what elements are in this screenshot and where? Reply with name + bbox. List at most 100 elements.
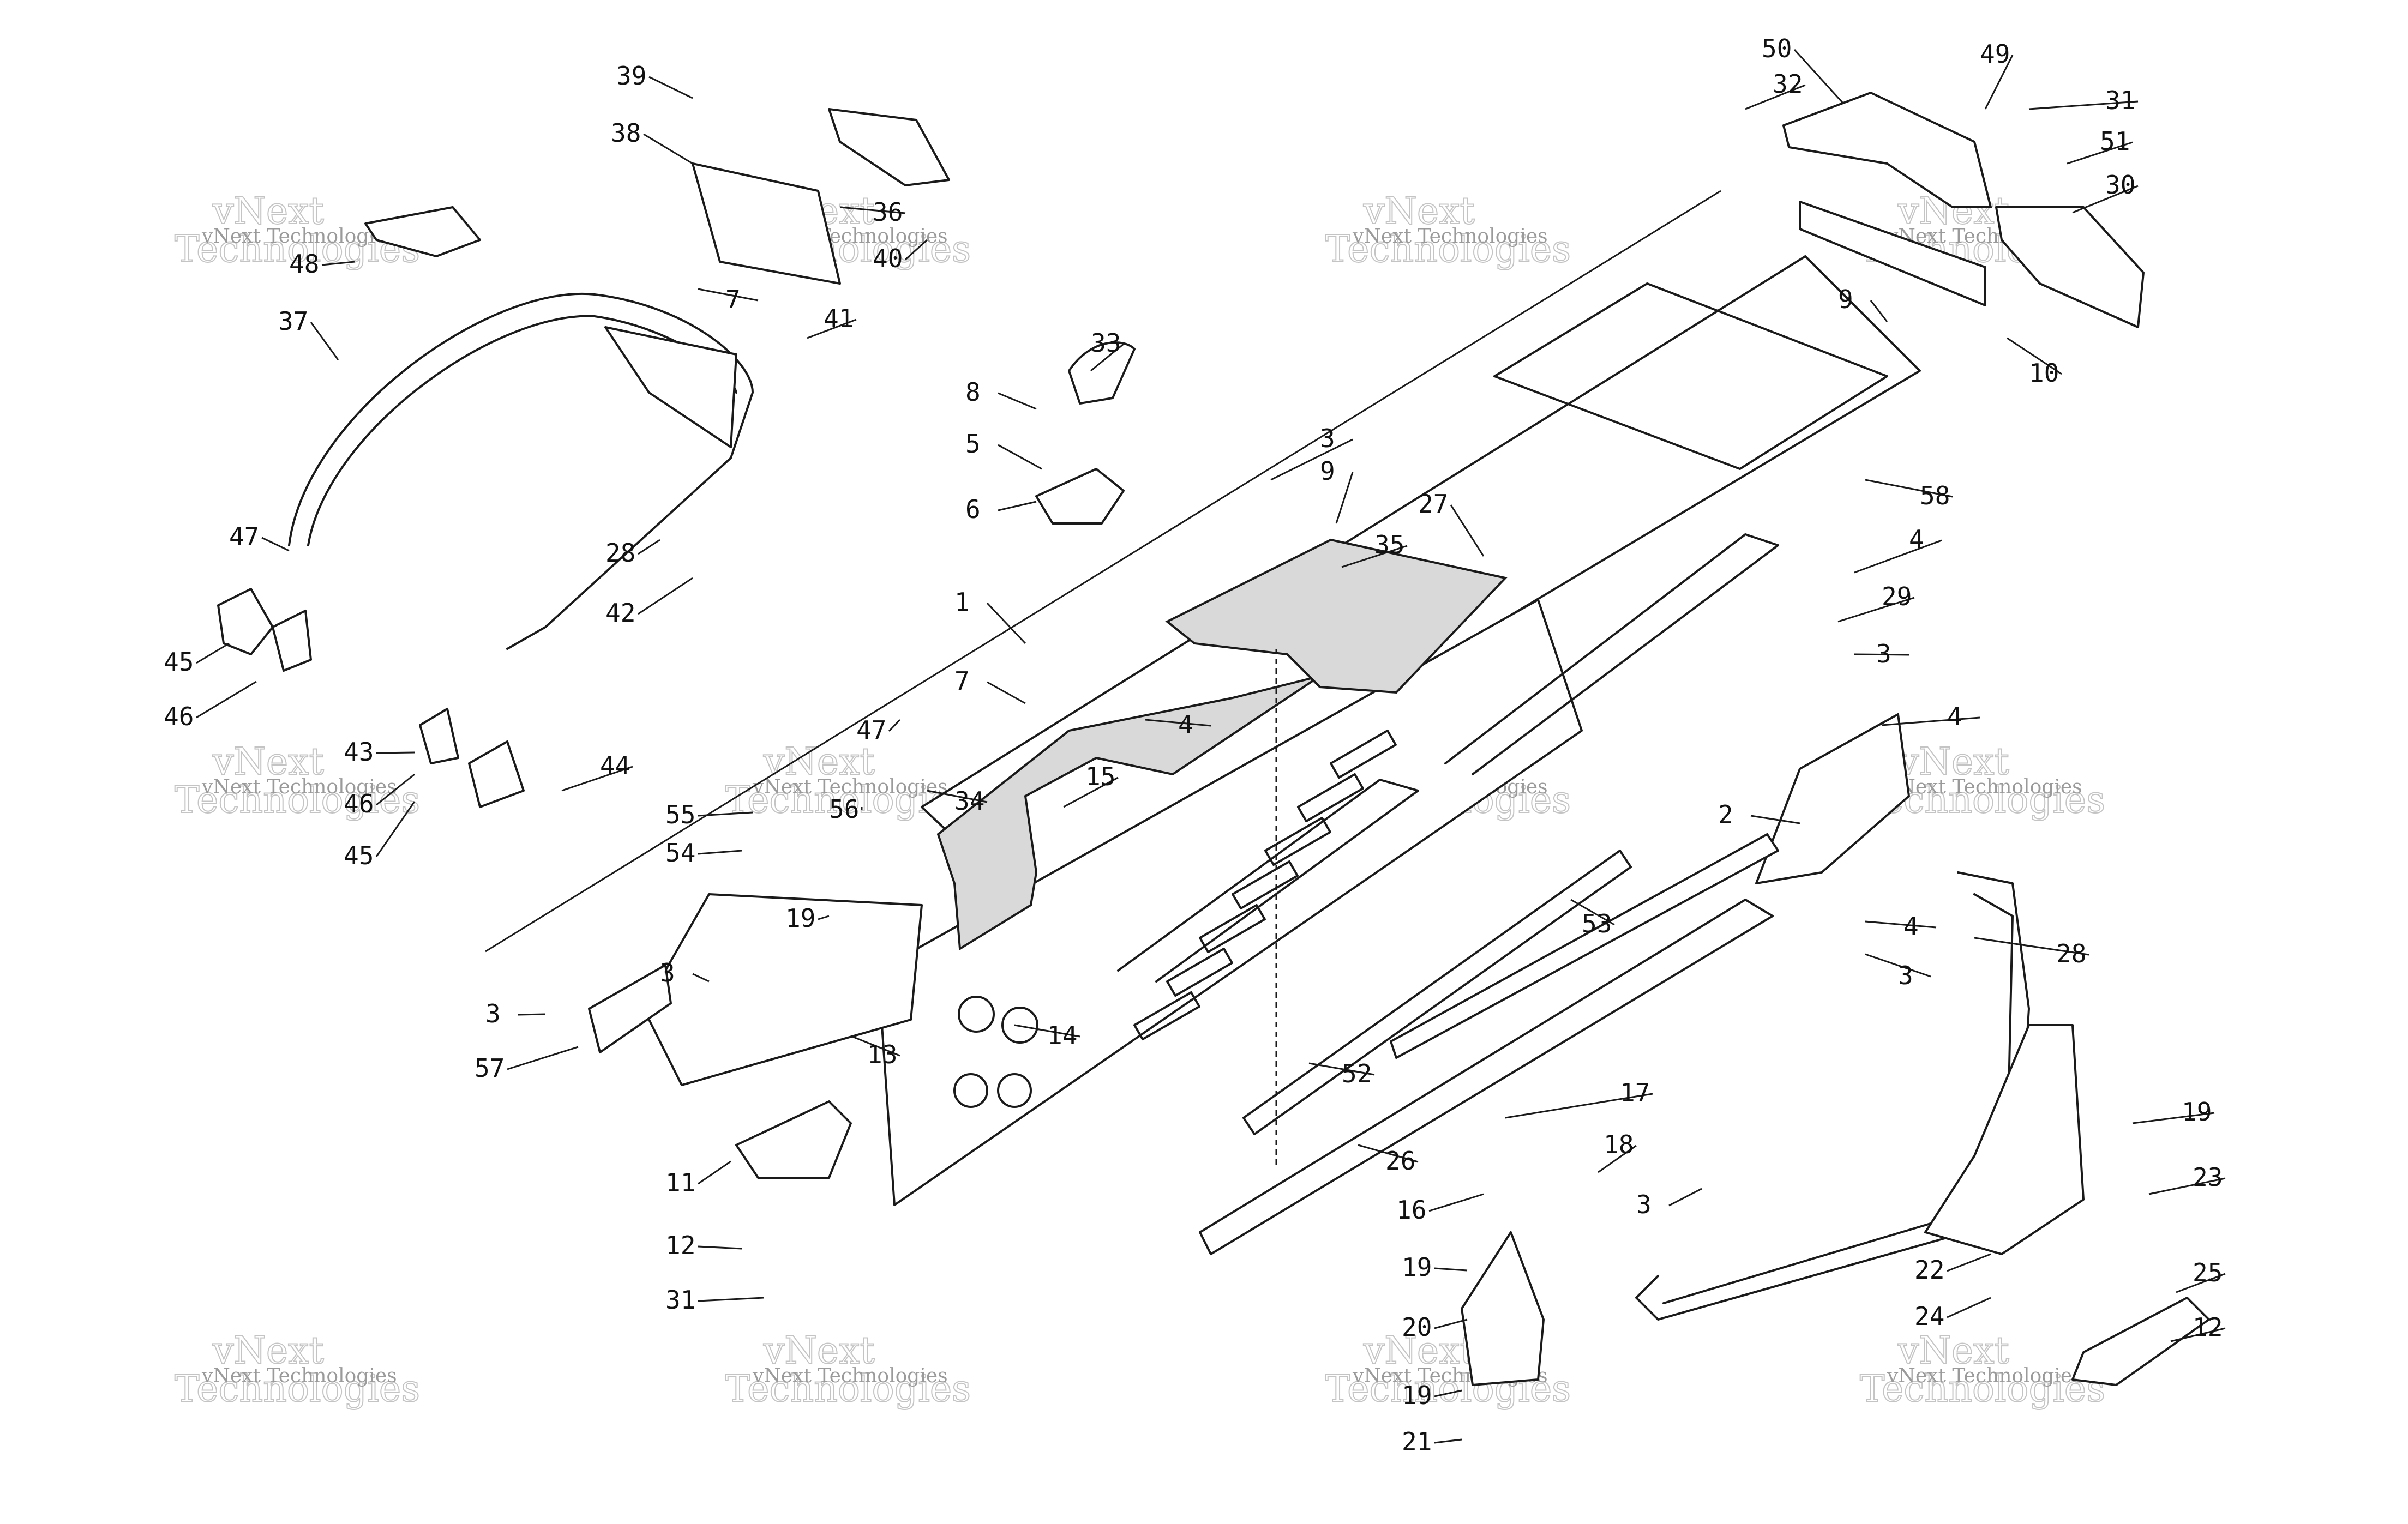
callout-label: 5 [965,429,981,459]
callout-leader [904,239,928,261]
callout-label: 15 [1085,762,1115,791]
callout-label: 4 [1903,912,1919,941]
callout-label: 3 [1320,424,1335,453]
rear-bracket-2 [1755,713,1910,884]
watermark-line1: vNext [212,1329,324,1372]
callout-label: 34 [954,786,984,816]
callout-leader [998,501,1037,511]
callout-label: 42 [605,598,635,628]
rib-decal [1117,779,1419,983]
watermark-text: vNext Technologies [201,225,397,248]
callout-leader [2072,185,2139,214]
callout-leader [1450,504,1485,557]
callout-leader [1974,937,2089,956]
callout-label: 40 [873,244,903,273]
rear-flap-49 [1782,92,1992,208]
callout-leader [638,539,660,555]
callout-label: 19 [2182,1097,2212,1127]
callout-leader [321,261,355,266]
callout-label: 23 [2193,1162,2223,1192]
watermark-line2: Technologies [175,779,420,822]
callout-label: 31 [665,1285,695,1315]
bracket-6 [1035,468,1125,525]
watermark-text: vNext Technologies [1887,776,2082,798]
callout-leader [2176,1273,2226,1293]
callout-leader [1854,539,1942,574]
watermark-text: vNext Technologies [201,1365,397,1387]
callout-leader [692,973,710,983]
callout-label: 19 [785,903,815,933]
watermark-text: vNext Technologies [1887,1365,2082,1387]
foam-pad-34 [936,675,1321,951]
side-hole [997,1073,1032,1108]
callout-leader [196,642,230,664]
watermark-line1: vNext [1363,190,1475,233]
callout-label: 7 [954,666,970,696]
callout-leader [1837,597,1915,623]
callout-label: 16 [1396,1195,1426,1225]
callout-label: 48 [289,249,319,279]
callout-leader [1341,545,1408,568]
callout-label: 50 [1762,34,1792,63]
callout-label: 56 [829,794,859,824]
callout-leader [1881,716,1980,726]
callout-leader [1750,815,1800,824]
callout-leader [1865,920,1937,929]
callout-leader [2170,1327,2226,1342]
callout-label: 49 [1980,39,2010,69]
callout-label: 3 [1636,1190,1652,1219]
watermark-line1: vNext [763,740,875,784]
callout-leader [1428,1193,1484,1212]
callout-leader [1668,1188,1702,1207]
callout-leader [1793,49,1845,105]
watermark-line1: vNext [1897,1329,2009,1372]
callout-label: 10 [2029,358,2059,388]
watermark-line2: Technologies [175,1368,420,1411]
running-board-22 [1924,1024,2085,1255]
callout-label: 4 [1947,702,1962,731]
watermark-text: vNext Technologies [201,776,397,798]
callout-label: 1 [954,587,970,617]
footrest-11 [735,1100,852,1179]
callout-label: 46 [344,789,374,818]
callout-leader [375,801,416,857]
callout-leader [261,537,290,552]
tunnel-hatch [1493,282,1888,470]
watermark-line1: vNext [212,190,324,233]
bracket-10 [1799,201,1986,306]
callout-label: 14 [1047,1021,1077,1050]
callout-leader [1865,953,1931,978]
callout-label: 27 [1418,489,1448,519]
bumper-bracket-46 [272,610,312,672]
callout-leader [643,133,693,165]
callout-label: 45 [164,647,194,677]
callout-label: 39 [616,61,646,91]
callout-leader [1870,300,1888,322]
rear-flap-30 [1995,206,2145,328]
side-slots [1133,730,1397,1040]
callout-leader [1570,899,1615,926]
callout-leader [927,790,988,803]
callout-leader [1984,55,2014,110]
callout-label: 13 [867,1040,897,1069]
callout-label: 36 [873,197,903,227]
callout-leader [807,318,857,339]
assembly-boundary [485,190,1721,953]
callout-label: 9 [1838,285,1853,314]
callout-leader [839,206,906,214]
callout-leader [310,322,339,360]
callout-leader [561,766,633,792]
callout-leader [1745,84,1806,110]
callout-label: 7 [725,285,741,314]
watermark-text: vNext Technologies [752,1365,948,1387]
callout-leader [1434,1389,1462,1397]
callout-label: 35 [1374,530,1404,559]
callout-label: 2 [1718,800,1733,829]
callout-leader [2028,100,2139,110]
callout-label: 4 [1178,710,1193,739]
